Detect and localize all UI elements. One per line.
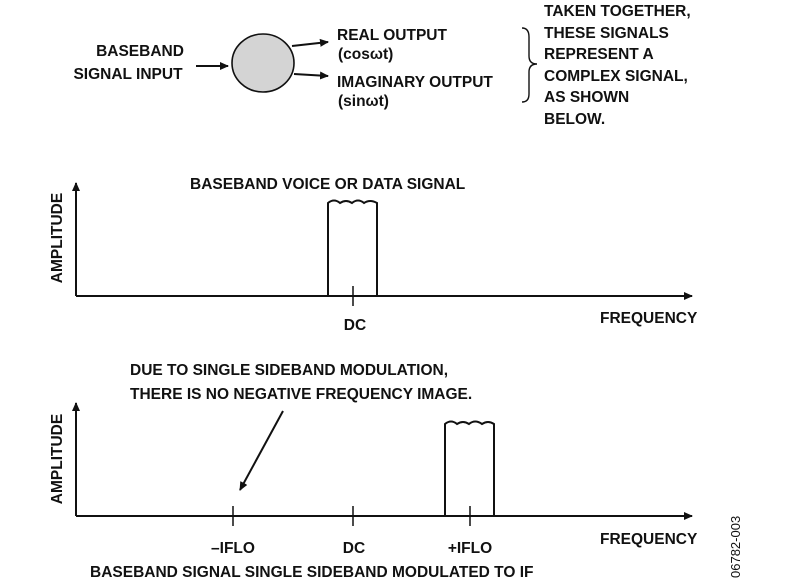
note-line-6: BELOW. [544,111,605,128]
note-line-2: THESE SIGNALS [544,25,669,42]
plot2-annotation-line-2: THERE IS NO NEGATIVE FREQUENCY IMAGE. [130,386,472,403]
plot2-modulated-signal [444,420,495,516]
plot1-baseband-signal [327,199,378,296]
plot1-ylabel: AMPLITUDE [49,193,66,283]
plot2-xlabel: FREQUENCY [600,531,698,548]
grouping-brace [521,27,538,103]
input-label-line-1: BASEBAND [96,43,184,60]
plot1-dc-label: DC [344,317,366,334]
imag-output-arrow [293,71,329,80]
plot2-annotation-line-1: DUE TO SINGLE SIDEBAND MODULATION, [130,362,448,379]
imag-output-formula: (sinωt) [338,93,389,110]
note-line-5: AS SHOWN [544,89,629,106]
plot2-ylabel: AMPLITUDE [49,414,66,504]
plot2-neg-iflo-label: –IFLO [211,540,255,557]
plot1-xlabel: FREQUENCY [600,310,698,327]
input-label-line-2: SIGNAL INPUT [73,66,183,83]
real-output-label: REAL OUTPUT [337,27,447,44]
plot1-title: BASEBAND VOICE OR DATA SIGNAL [190,176,465,193]
note-line-1: TAKEN TOGETHER, [544,3,691,20]
modulator-circle [231,33,295,93]
plot2-annotation-arrow [239,410,284,491]
plot2-dc-label: DC [343,540,365,557]
imag-output-label: IMAGINARY OUTPUT [337,74,493,91]
plot2-caption: BASEBAND SIGNAL SINGLE SIDEBAND MODULATE… [90,564,534,581]
figure-id: 06782-003 [728,516,743,578]
plot2-pos-iflo-label: +IFLO [448,540,492,557]
real-output-arrow [291,38,329,47]
note-line-4: COMPLEX SIGNAL, [544,68,688,85]
real-output-formula: (cosωt) [338,46,393,63]
note-line-3: REPRESENT A [544,46,654,63]
